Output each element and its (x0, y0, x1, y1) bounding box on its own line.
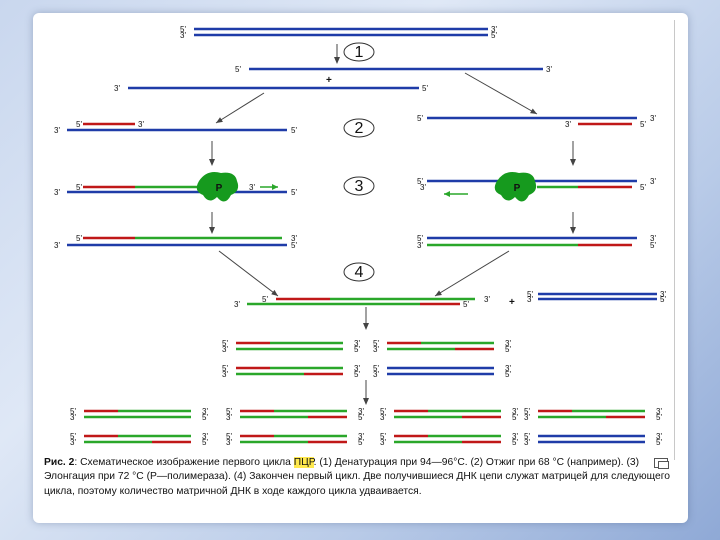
step-number: 1 (355, 44, 364, 61)
strand-end-label: 3' (527, 295, 533, 304)
down-arrow-icon (570, 227, 576, 234)
strand-end-label: 5' (262, 295, 268, 304)
strand-end-label: 5' (505, 345, 511, 354)
strand-end-label: 5' (512, 438, 518, 447)
elongation-arrow-icon (444, 191, 450, 197)
strand-end-label: 3' (54, 241, 60, 250)
strand-end-label: 5' (640, 183, 646, 192)
strand-end-label: 3' (70, 438, 76, 447)
strand-end-label: 5' (512, 413, 518, 422)
strand-end-label: 5' (656, 413, 662, 422)
strand-end-label: 3' (650, 114, 656, 123)
diagonal-arrow-icon (530, 108, 537, 114)
strand-end-label: 5' (650, 241, 656, 250)
strand-end-label: 5' (463, 300, 469, 309)
strand-end-label: 5' (422, 84, 428, 93)
strand-end-label: 3' (54, 126, 60, 135)
strand-end-label: 3' (380, 413, 386, 422)
strand-end-label: 5' (358, 438, 364, 447)
step-number: 4 (355, 264, 364, 281)
strand-end-label: 5' (76, 234, 82, 243)
strand-end-label: 3' (54, 188, 60, 197)
strand-end-label: 3' (373, 370, 379, 379)
strand-end-label: 5' (202, 438, 208, 447)
strand-end-label: 3' (373, 345, 379, 354)
strand-end-label: 5' (76, 183, 82, 192)
diagonal-arrow-icon (216, 117, 223, 123)
strand-end-label: 3' (380, 438, 386, 447)
strand-end-label: 3' (420, 183, 426, 192)
strand-end-label: 5' (505, 370, 511, 379)
step-number: 2 (355, 120, 364, 137)
strand-end-label: 3' (484, 295, 490, 304)
plus-sign: + (509, 297, 515, 308)
strand-end-label: 5' (640, 120, 646, 129)
down-arrow-icon (209, 227, 215, 234)
elongation-arrow-icon (272, 184, 278, 190)
strand-end-label: 3' (138, 120, 144, 129)
strand-end-label: 5' (235, 65, 241, 74)
polymerase-label: P (514, 183, 521, 194)
strand-end-label: 5' (354, 370, 360, 379)
strand-end-label: 5' (656, 438, 662, 447)
caption-text-before: : Схематическое изображение первого цикл… (74, 457, 293, 468)
diagonal-arrow-icon (271, 290, 278, 296)
down-arrow-icon (334, 57, 340, 64)
strand-end-label: 3' (70, 413, 76, 422)
step-number: 3 (355, 178, 364, 195)
strand-end-label: 5' (660, 295, 666, 304)
strand-end-label: 5' (354, 345, 360, 354)
strand-end-label: 3' (524, 438, 530, 447)
strand-end-label: 5' (291, 188, 297, 197)
strand-end-label: 5' (358, 413, 364, 422)
strand-end-label: 5' (202, 413, 208, 422)
down-arrow-icon (209, 159, 215, 166)
strand-end-label: 3' (417, 241, 423, 250)
caption-label: Рис. 2 (44, 457, 74, 468)
figure-caption: Рис. 2: Схематическое изображение первог… (44, 456, 674, 499)
enlarge-icon[interactable] (654, 458, 668, 468)
strand-end-label: 3' (222, 370, 228, 379)
strand-end-label: 3' (565, 120, 571, 129)
strand-end-label: 3' (546, 65, 552, 74)
strand-end-label: 5' (491, 31, 497, 40)
diagonal-arrow-icon (216, 93, 264, 123)
diagonal-arrow-icon (435, 290, 442, 296)
strand-end-label: 3' (222, 345, 228, 354)
strand-end-label: 3' (249, 183, 255, 192)
strand-end-label: 3' (114, 84, 120, 93)
strand-end-label: 3' (226, 413, 232, 422)
strand-end-label: 3' (650, 177, 656, 186)
caption-highlight-pcr: ПЦР (294, 457, 314, 468)
down-arrow-icon (363, 323, 369, 330)
strand-end-label: 3' (524, 413, 530, 422)
diagonal-arrow-icon (219, 251, 278, 296)
strand-end-label: 5' (76, 120, 82, 129)
polymerase-label: P (216, 183, 223, 194)
strand-end-label: 3' (234, 300, 240, 309)
strand-end-label: 3' (180, 31, 186, 40)
strand-end-label: 5' (417, 114, 423, 123)
plus-sign: + (326, 75, 332, 86)
strand-end-label: 5' (291, 126, 297, 135)
strand-end-label: 3' (226, 438, 232, 447)
down-arrow-icon (570, 159, 576, 166)
down-arrow-icon (363, 398, 369, 405)
diagonal-arrow-icon (465, 73, 537, 114)
diagonal-arrow-icon (435, 251, 509, 296)
strand-end-label: 5' (291, 241, 297, 250)
